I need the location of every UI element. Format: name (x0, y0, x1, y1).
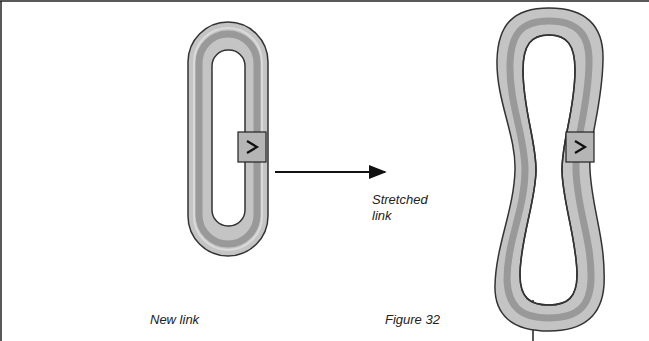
frame-line (0, 0, 649, 2)
frame-line (0, 1, 2, 341)
part-label: Stretched link (372, 192, 442, 224)
transition-arrow (275, 171, 385, 173)
figure-caption: Figure 32 (385, 312, 505, 328)
stamp-box (566, 132, 594, 162)
stretched-link (495, 8, 604, 331)
part-label: New link (150, 312, 240, 328)
stamp-mark (575, 141, 585, 153)
new-link (188, 22, 268, 256)
stamp-box (238, 132, 266, 162)
stamp-mark (247, 141, 257, 153)
